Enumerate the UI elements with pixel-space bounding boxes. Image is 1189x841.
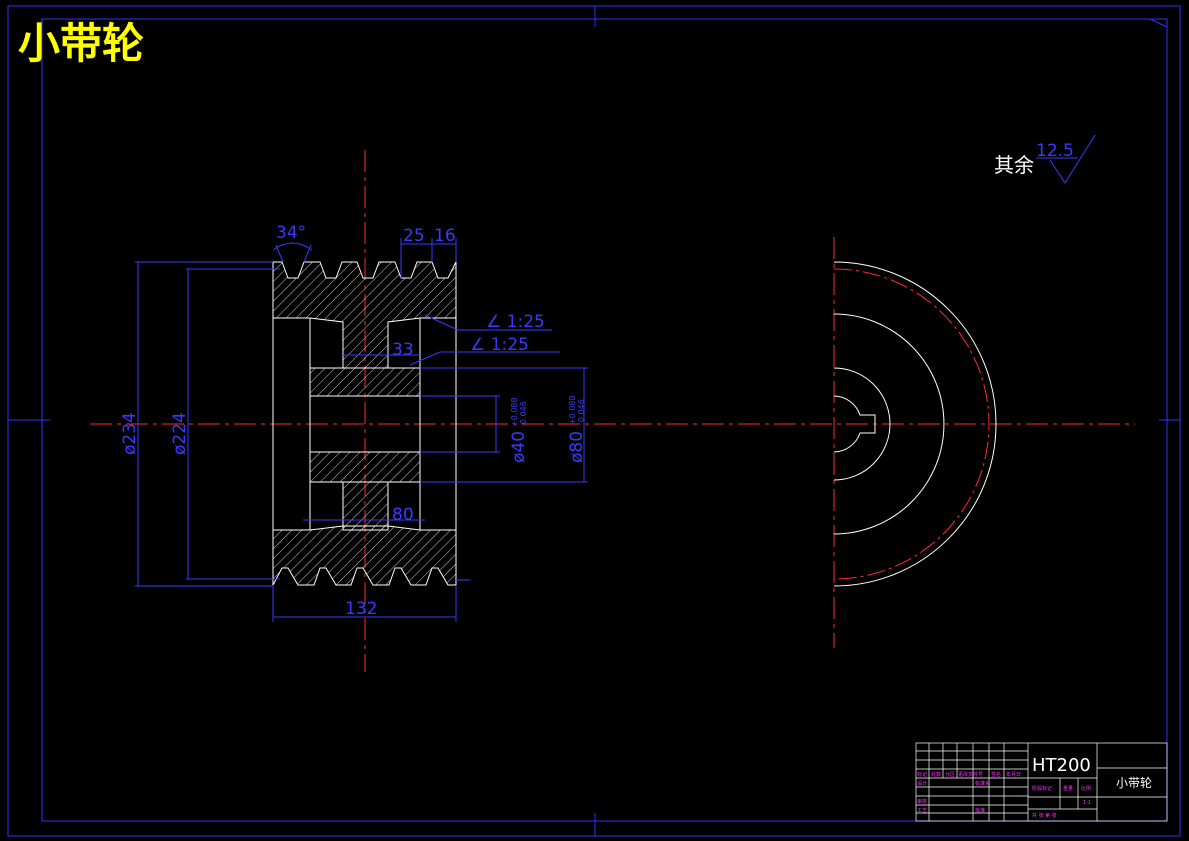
- tb-row-label-2: 分区: [945, 771, 955, 778]
- lower-rim-section: [272, 525, 457, 586]
- rim-inner-circle: [833, 313, 945, 535]
- tb-standard: 标准化: [975, 780, 990, 787]
- orientation-mark: [1149, 18, 1168, 28]
- upper-web: [342, 354, 389, 369]
- tb-row-label-0: 标记: [917, 771, 927, 778]
- titleblock-labels: 标记 处数 分区 更改文件号 签名 年月日 设计 标准化 审核 工艺 批准 阶段…: [917, 771, 1091, 819]
- tb-design: 设计: [917, 780, 927, 787]
- hub-circle: [833, 367, 891, 481]
- surface-note-value: 12.5: [1036, 141, 1074, 161]
- dim-total-width: 132: [345, 599, 377, 619]
- surface-note-prefix: 其余: [994, 153, 1034, 177]
- drawing-title: 小带轮: [18, 19, 144, 68]
- outer-frame: [7, 5, 1181, 837]
- dim-taper-upper: ∠ 1:25: [486, 312, 545, 332]
- dim-web: 33: [392, 340, 414, 360]
- tb-row-label-1: 处数: [931, 771, 941, 778]
- dim-groove-pitch: 25: [403, 226, 425, 246]
- tb-check: 审核: [917, 798, 927, 805]
- title-block: [915, 742, 1168, 822]
- dim-hub-dia: ø80: [567, 431, 587, 463]
- dim-hub-tol-lower: -0.046: [577, 399, 586, 425]
- tb-scale-value: 1:1: [1083, 800, 1091, 806]
- upper-hub-section: [309, 367, 421, 397]
- dim-hub-length: 80: [392, 505, 414, 525]
- roughness-symbol: [1049, 134, 1096, 184]
- tb-scale: 比例: [1081, 785, 1091, 792]
- dim-pitch-dia: ø224: [170, 412, 190, 455]
- dim-outer-dia: ø234: [120, 412, 140, 455]
- bore-keyway: [833, 395, 876, 453]
- dim-groove-edge: 16: [434, 226, 456, 246]
- lower-web: [342, 481, 389, 531]
- dim-bore-tol-lower: -0.046: [519, 401, 528, 427]
- tb-row-label-3: 更改文件号: [958, 771, 983, 778]
- dim-bore-tol-upper: +0.088: [510, 397, 519, 427]
- tb-row-label-5: 年月日: [1006, 771, 1021, 778]
- dim-bore-dia: ø40: [509, 431, 529, 463]
- material: HT200: [1032, 755, 1091, 776]
- tb-sheets: 共 张 第 张: [1032, 812, 1057, 819]
- outer-circle: [833, 261, 997, 587]
- tb-row-label-4: 签名: [991, 771, 1001, 778]
- tb-stage: 阶段标记: [1032, 785, 1052, 792]
- part-name: 小带轮: [1116, 776, 1152, 790]
- tb-approve: 批准: [975, 807, 985, 814]
- tb-process: 工艺: [917, 808, 927, 814]
- pitch-circle: [833, 268, 990, 580]
- tb-weight: 重量: [1063, 785, 1073, 792]
- dim-taper-lower: ∠ 1:25: [470, 335, 529, 355]
- dimensions: [135, 238, 588, 622]
- inner-frame: [41, 18, 1168, 822]
- lower-hub-section: [309, 451, 421, 483]
- dim-hub-tol-upper: +0.088: [568, 395, 577, 425]
- dim-angle: 34°: [276, 223, 306, 243]
